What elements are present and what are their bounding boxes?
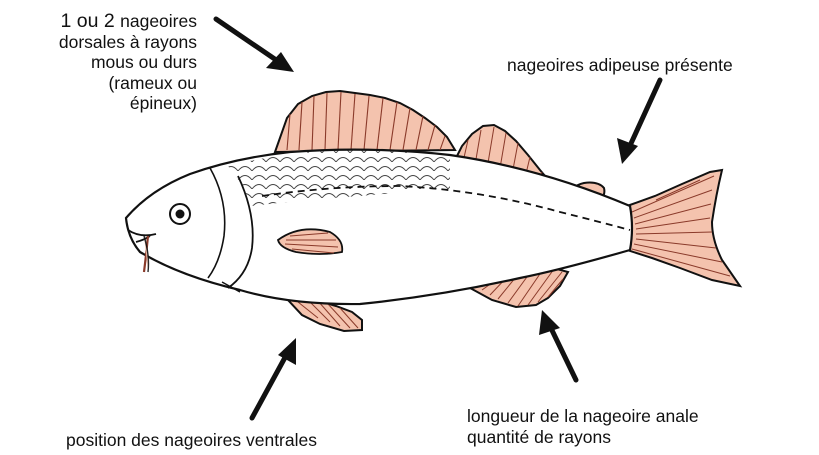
arrow-dorsal (216, 19, 294, 72)
label-adipose-fin: nageoires adipeuse présente (507, 55, 733, 76)
label-anal-line-1: longueur de la nageoire anale (467, 406, 699, 427)
label-dorsal-line-5: épineux) (0, 93, 197, 114)
label-anal-fin: longueur de la nageoire anale quantité d… (467, 406, 699, 447)
label-dorsal-line-4: (rameux ou (0, 73, 197, 94)
label-ventral-fins: position des nageoires ventrales (66, 430, 317, 451)
label-dorsal-line-1: nageoires (120, 11, 197, 31)
label-dorsal-line-2: dorsales à rayons (0, 32, 197, 53)
caudal-fin (627, 170, 740, 286)
label-dorsal-fins: 1 ou 2 nageoires dorsales à rayons mous … (0, 11, 197, 114)
label-dorsal-line-3: mous ou durs (0, 52, 197, 73)
eye (170, 204, 190, 224)
first-dorsal-fin (275, 91, 455, 152)
arrow-ventral (252, 338, 296, 418)
label-dorsal-lead: 1 ou 2 (60, 10, 120, 32)
label-anal-line-2: quantité de rayons (467, 427, 699, 448)
arrow-anal (539, 310, 576, 380)
arrow-adipose (617, 80, 660, 164)
